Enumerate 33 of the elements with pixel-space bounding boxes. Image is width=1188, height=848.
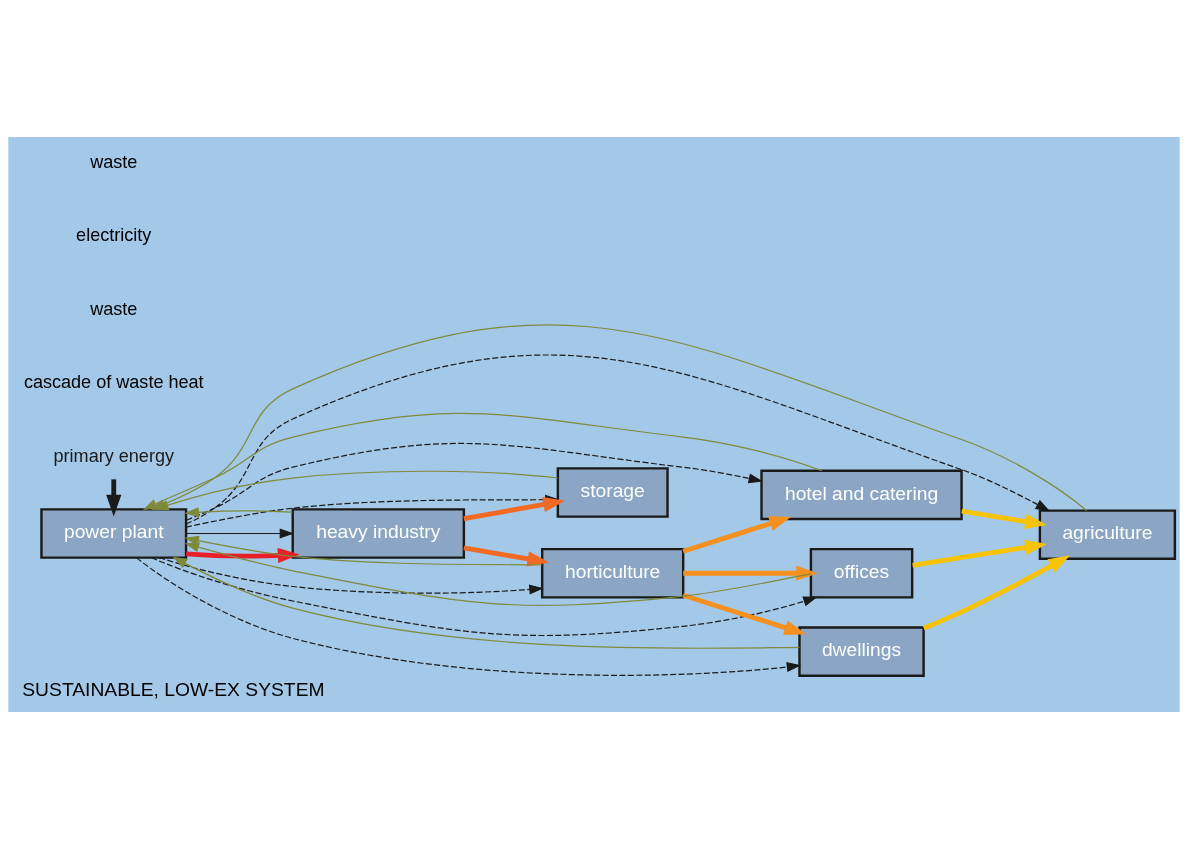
label: electricity xyxy=(76,224,152,245)
caption: SUSTAINABLE, LOW-EX SYSTEM xyxy=(22,678,325,700)
label: cascade of waste heat xyxy=(23,371,204,392)
node-box: heavy industry xyxy=(291,507,466,559)
arrow xyxy=(185,442,764,521)
node-text: primary energy xyxy=(53,445,174,466)
label: waste xyxy=(90,298,138,319)
arrow xyxy=(136,556,802,676)
arrow xyxy=(682,592,807,635)
arrow xyxy=(184,541,812,606)
arrow xyxy=(961,508,1047,529)
node-box: horticulture xyxy=(540,547,685,599)
node-box: agriculture xyxy=(1038,508,1177,560)
arrow xyxy=(463,545,550,566)
node-box: dwellings xyxy=(798,625,925,677)
node-box: storage xyxy=(556,466,669,518)
label: waste xyxy=(90,151,138,172)
node-box: power plant xyxy=(40,507,188,559)
arrow xyxy=(186,547,300,563)
arrow xyxy=(683,565,818,581)
arrow xyxy=(185,354,1051,525)
node-box: offices xyxy=(809,547,914,599)
arrow xyxy=(184,535,543,566)
arrow xyxy=(185,527,295,539)
arrow xyxy=(922,554,1071,630)
arrow xyxy=(158,556,544,595)
arrow xyxy=(150,556,818,636)
arrow xyxy=(172,556,800,649)
arrow xyxy=(106,478,122,516)
arrow xyxy=(682,515,792,553)
arrow xyxy=(184,506,293,517)
arrow xyxy=(912,539,1047,568)
node-box: hotel and catering xyxy=(760,469,963,520)
